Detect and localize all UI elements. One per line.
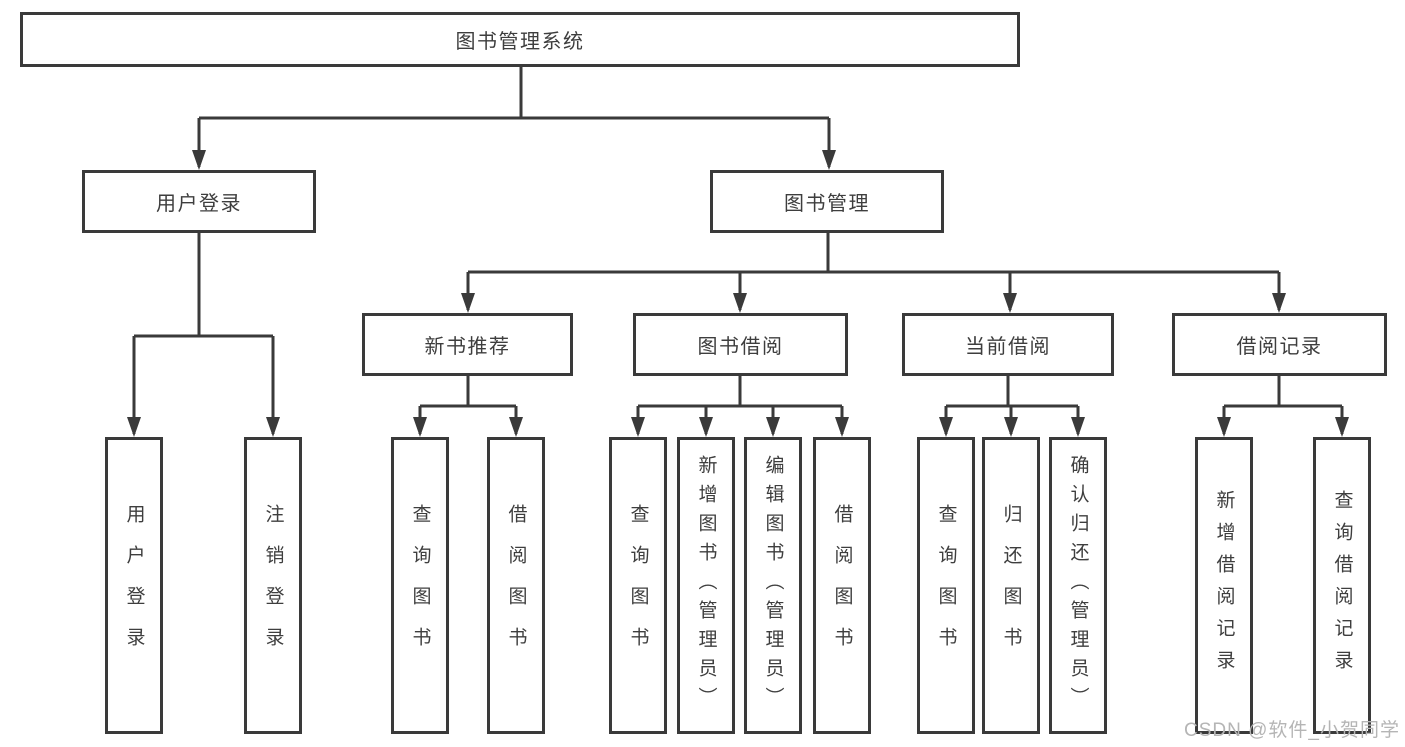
leaf-query-books-borrow: 查询图书 bbox=[609, 437, 667, 734]
node-new-book-recommend: 新书推荐 bbox=[362, 313, 573, 376]
node-current-borrowing: 当前借阅 bbox=[902, 313, 1114, 376]
leaf-user-login: 用户登录 bbox=[105, 437, 163, 734]
leaf-confirm-return-admin: 确认归还（管理员） bbox=[1049, 437, 1107, 734]
node-borrowing-records: 借阅记录 bbox=[1172, 313, 1387, 376]
node-root: 图书管理系统 bbox=[20, 12, 1020, 67]
leaf-add-borrow-record: 新增借阅记录 bbox=[1195, 437, 1253, 734]
watermark: CSDN @软件_小贺同学 bbox=[1184, 720, 1400, 741]
node-book-management: 图书管理 bbox=[710, 170, 944, 233]
node-book-borrowing: 图书借阅 bbox=[633, 313, 848, 376]
arrowhead-icons bbox=[127, 150, 1349, 437]
node-user-login: 用户登录 bbox=[82, 170, 316, 233]
leaf-query-books-current: 查询图书 bbox=[917, 437, 975, 734]
leaf-query-books-recommend: 查询图书 bbox=[391, 437, 449, 734]
leaf-borrow-books-recommend: 借阅图书 bbox=[487, 437, 545, 734]
leaf-add-book-admin: 新增图书（管理员） bbox=[677, 437, 735, 734]
leaf-return-book: 归还图书 bbox=[982, 437, 1040, 734]
leaf-query-borrow-record: 查询借阅记录 bbox=[1313, 437, 1371, 734]
leaf-borrow-books-borrow: 借阅图书 bbox=[813, 437, 871, 734]
leaf-edit-book-admin: 编辑图书（管理员） bbox=[744, 437, 802, 734]
leaf-logout: 注销登录 bbox=[244, 437, 302, 734]
